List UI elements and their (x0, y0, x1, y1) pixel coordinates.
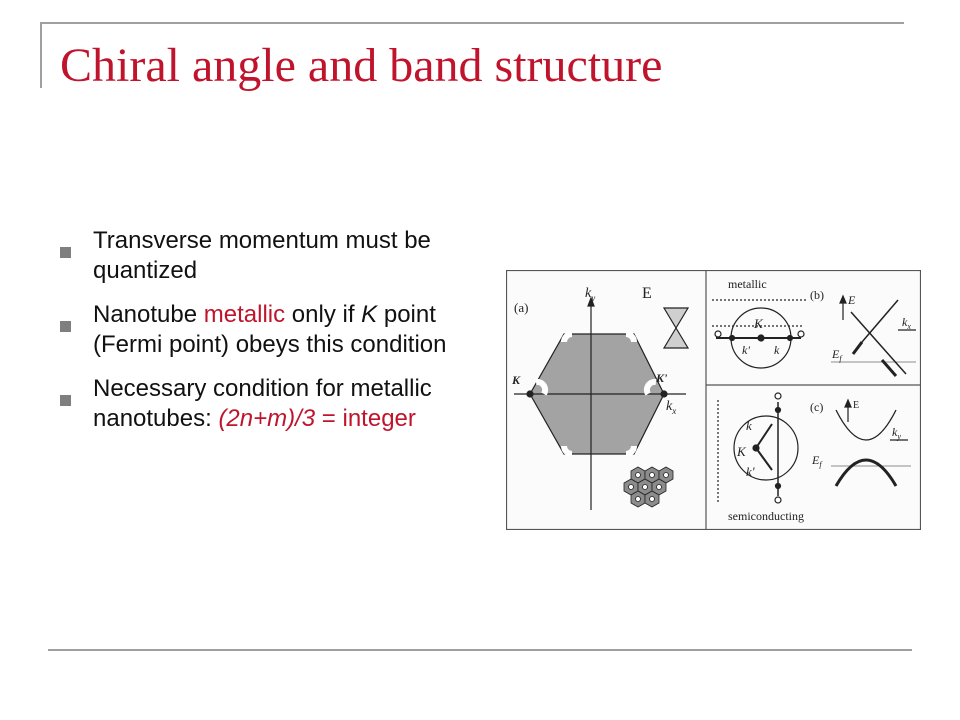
ky-axis-label: ky (585, 286, 595, 303)
bullet-item: Transverse momentum must be quantized (60, 226, 480, 286)
bullet-marker (60, 247, 71, 258)
dispersion-line (861, 299, 899, 343)
fermi-level-label: Ef (831, 347, 843, 363)
slide-title: Chiral angle and band structure (60, 39, 663, 92)
bullet-text-part: Necessary condition for metallic nanotub… (93, 375, 432, 432)
dispersion-line (850, 311, 907, 375)
kx-axis-label: kx (666, 399, 676, 416)
bullet-text-part: Nanotube (93, 301, 204, 328)
state-marker (774, 392, 782, 400)
k-label: k (774, 343, 780, 357)
panel-b: metallic (b) K k' k E Ef kx (712, 277, 916, 377)
panel-a: (a) ky kx K K' E (511, 285, 690, 510)
panel-b-label: (b) (810, 288, 824, 302)
k-point-dot (526, 390, 534, 398)
k-vector (755, 423, 773, 449)
state-marker (714, 330, 722, 338)
highlight-metallic: metallic (203, 301, 286, 328)
bullet-text: Necessary condition for metallic nanotub… (93, 374, 480, 434)
energy-label: E (847, 293, 856, 307)
formula-equals: = integer (315, 405, 416, 432)
fermi-level-label: Ef (811, 453, 823, 469)
state-marker (774, 496, 782, 504)
state-marker (728, 334, 736, 342)
cutting-circle (733, 415, 799, 481)
bullet-item: Necessary condition for metallic nanotub… (60, 374, 480, 434)
k-point-cutouts (535, 331, 657, 457)
k-point-dot (757, 334, 765, 342)
bullet-text: Nanotube metallic only if K point (Fermi… (93, 300, 480, 360)
k-point-label: K (736, 444, 747, 459)
valence-band (834, 458, 898, 487)
bullet-text: Transverse momentum must be quantized (93, 227, 431, 284)
panel-c: k K k' (c) E Ef ky semiconducting (717, 392, 911, 523)
bullet-marker (60, 395, 71, 406)
bullet-list: Transverse momentum must be quantized Na… (60, 226, 480, 448)
filled-band (851, 341, 898, 377)
k-prime-point-dot (660, 390, 668, 398)
bullet-text-part: point (Fermi point) obeys this condition (93, 301, 447, 358)
graphene-lattice-icon (623, 466, 674, 508)
k-prime-label: K' (655, 371, 668, 385)
conduction-band (835, 409, 897, 441)
bottom-rule (48, 649, 912, 651)
kx-axis-label: kx (902, 315, 911, 331)
state-marker (786, 334, 794, 342)
panel-c-title: semiconducting (728, 509, 804, 523)
state-marker (774, 406, 782, 414)
energy-arrowhead (844, 398, 852, 408)
energy-arrowhead (839, 294, 847, 304)
panel-a-label: (a) (514, 300, 528, 315)
bullet-marker (60, 321, 71, 332)
state-marker (797, 330, 805, 338)
band-structure-figure: (a) ky kx K K' E metallic (506, 270, 921, 530)
k-point-label: K (753, 316, 764, 331)
left-rule (40, 22, 42, 88)
k-prime-vector (755, 447, 773, 471)
dirac-cone-icon (662, 307, 690, 349)
k-label: k (746, 418, 752, 433)
formula: (2n+m)/3 (218, 405, 316, 432)
state-marker (774, 482, 782, 490)
top-rule (40, 22, 904, 24)
ky-axis-label: ky (892, 425, 901, 441)
panel-c-label: (c) (810, 400, 823, 414)
k-point-label: K (511, 373, 521, 387)
ky-arrowhead (587, 296, 595, 307)
k-prime-label: k' (742, 343, 750, 357)
energy-label: E (642, 285, 652, 302)
k-point-symbol: K (361, 301, 378, 328)
k-prime-label: k' (746, 464, 755, 479)
bullet-text-part: only if (285, 301, 362, 328)
panel-b-title: metallic (728, 277, 767, 291)
bullet-item: Nanotube metallic only if K point (Fermi… (60, 300, 480, 360)
energy-label: E (853, 400, 859, 411)
